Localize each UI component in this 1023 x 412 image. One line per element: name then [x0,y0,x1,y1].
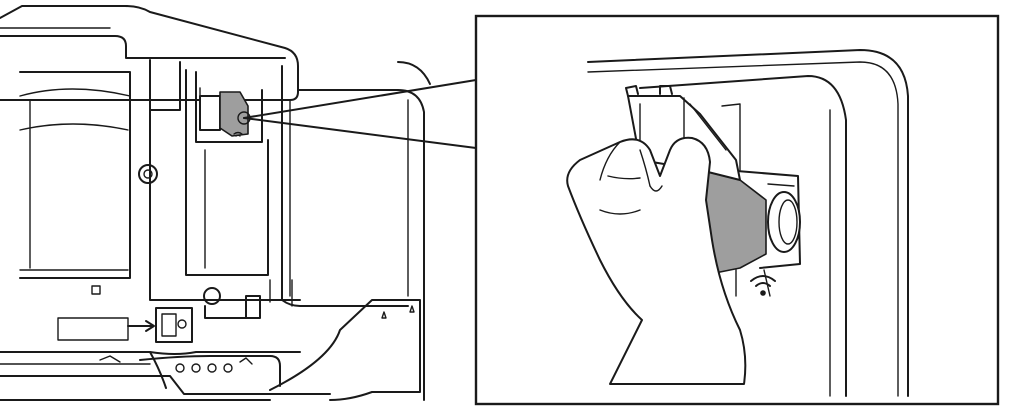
front-tray [0,351,331,395]
zoom-detail-panel [474,14,1000,406]
paper-output-window [19,71,131,295]
power-knob [138,164,158,184]
printer-body [149,59,431,401]
lower-panel [203,279,293,319]
hand [566,136,747,385]
scanner-lid [0,5,299,101]
wifi-icon [750,275,776,296]
side-door [0,299,421,401]
printer-overview [0,5,477,401]
zoom-printer-edges [587,49,909,397]
module-slot [699,167,801,297]
paper-lever [57,307,193,343]
wifi-icon-small [233,131,243,137]
wireless-module-small [199,91,251,137]
zoom-callout-lines [243,79,477,149]
